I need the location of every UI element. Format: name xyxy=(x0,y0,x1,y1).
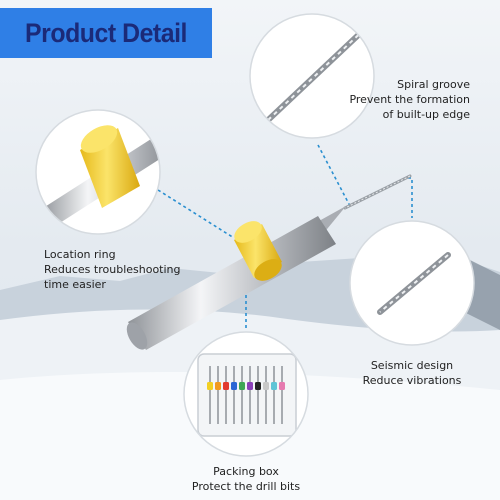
caption-packing-line2: Protect the drill bits xyxy=(191,480,301,493)
caption-location-ring: Location ring Reduces troubleshooting ti… xyxy=(44,247,181,292)
box-drill-ring xyxy=(279,382,285,390)
box-drill-ring xyxy=(215,382,221,390)
box-drill-ring xyxy=(239,382,245,390)
caption-location-line1: Location ring xyxy=(44,248,116,261)
caption-spiral-groove: Spiral groove Prevent the formation of b… xyxy=(349,77,470,122)
caption-seismic-line2: Reduce vibrations xyxy=(362,374,462,387)
caption-seismic-line1: Seismic design xyxy=(370,359,454,372)
callout-spiral-groove xyxy=(249,13,375,139)
box-drill-ring xyxy=(231,382,237,390)
box-drill-ring xyxy=(263,382,269,390)
drill-bit-main xyxy=(126,174,412,350)
caption-spiral-line2: Prevent the formation xyxy=(349,93,470,106)
caption-packing-line1: Packing box xyxy=(213,465,279,478)
box-drill-ring xyxy=(223,382,229,390)
callout-location-ring xyxy=(35,109,161,235)
box-drill-ring xyxy=(255,382,261,390)
callout-seismic-design xyxy=(349,220,475,346)
box-drill-ring xyxy=(271,382,277,390)
caption-packing-box: Packing box Protect the drill bits xyxy=(186,464,306,494)
caption-location-line2: Reduces troubleshooting xyxy=(44,263,181,276)
caption-spiral-line3: of built-up edge xyxy=(382,108,470,121)
callout-packing-box xyxy=(183,331,309,457)
title-banner: Product Detail xyxy=(0,8,212,58)
box-drill-ring xyxy=(207,382,213,390)
caption-location-line3: time easier xyxy=(44,278,106,291)
caption-spiral-line1: Spiral groove xyxy=(397,78,470,91)
caption-seismic-design: Seismic design Reduce vibrations xyxy=(362,358,462,388)
box-drill-ring xyxy=(247,382,253,390)
banner-title: Product Detail xyxy=(25,17,187,48)
location-ring xyxy=(234,221,282,281)
